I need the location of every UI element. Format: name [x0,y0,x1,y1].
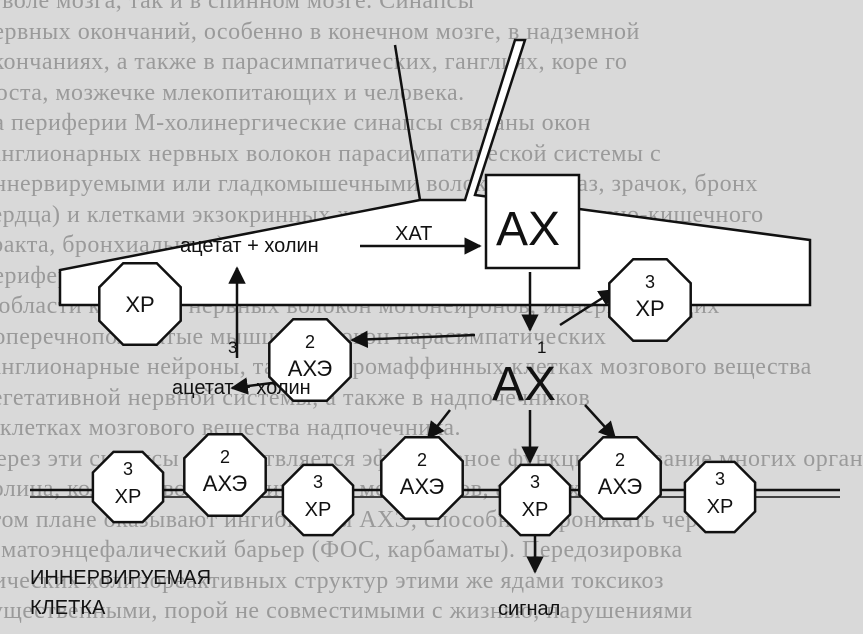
ax-down-arrow-1 [426,409,451,440]
axe-products-arrow [230,377,281,395]
node-number-axe-bottom-2: 2 [417,450,427,470]
ax-free-label: АХ [492,358,556,411]
background-text-line: гематоэнцефалический барьер (ФОС, карбам… [0,537,683,563]
background-text-line: нических холинореактивных структур этими… [0,567,664,594]
node-number-xr-right-upper: 3 [645,272,655,292]
ax-down-arrow-3 [584,404,617,440]
octagon-xr-left-upper [98,262,182,346]
ax-box-label: АХ [496,203,560,256]
octagon-axe-bottom-2 [380,436,464,520]
node-label-xr-bottom-1: ХР [115,486,142,508]
background-text-line: стволе мозга, так и в спинном мозге. Син… [0,0,475,14]
background-text-line: ганглионарные нейроны, также в хромаффин… [0,354,812,380]
chat-enzyme-label: ХАТ [395,223,432,245]
presynaptic-terminal-outline [58,38,812,307]
octagon-axe-bottom-3 [578,436,662,520]
ax-vesicle-box [484,173,581,270]
node-label-xr-bottom-4: ХР [707,496,734,518]
node-number-xr-bottom-4: 3 [715,469,725,489]
background-text-line: ганглионарных нервных волокон парасимпат… [0,140,662,167]
node-number-axe-center: 2 [305,332,315,352]
background-text-line: существенными, порой не совместимыми с ж… [0,598,693,624]
node-label-axe-center: АХЭ [288,356,333,381]
acetate-choline-mid-label: ацетат + холин [172,377,311,399]
node-number-xr-bottom-2: 3 [313,472,323,492]
background-text-line: иннервируемыми или гладкомышечными волок… [0,171,758,197]
step-1-label: 1 [537,338,546,357]
node-number-xr-bottom-3: 3 [530,472,540,492]
node-number-xr-bottom-1: 3 [123,459,133,479]
background-text-line: окончаниях, а также в парасимпатических,… [0,49,628,75]
node-label-xr-bottom-2: ХР [305,499,332,521]
node-label-axe-bottom-3: АХЭ [598,474,643,499]
background-text-line: моста, мозжечке млекопитающих и человека… [0,79,465,106]
node-number-axe-bottom-3: 2 [615,450,625,470]
innervated-cell-label-line2: КЛЕТКА [30,597,106,619]
node-label-xr-right-upper: ХР [635,296,664,321]
background-text-line: нервных окончаний, особенно в конечном м… [0,18,640,45]
ax-to-axe-arrow [350,330,476,349]
innervated-cell-label-line1: ИННЕРВИРУЕМАЯ [30,567,211,589]
octagon-axe-bottom-1 [183,433,267,517]
octagon-axe-center [268,318,352,402]
step-3-upper-label: 3 [228,338,237,357]
ax-to-xr-upper-arrow [559,288,617,327]
octagon-xr-bottom-2 [281,463,355,537]
node-label-xr-left-upper: ХР [125,292,154,317]
octagon-xr-right-upper [608,258,692,342]
node-label-axe-bottom-2: АХЭ [400,474,445,499]
octagon-xr-bottom-3 [498,463,572,537]
octagon-xr-bottom-4 [683,460,757,534]
signal-label: сигнал [498,598,560,620]
octagon-xr-bottom-1 [91,450,165,524]
node-label-xr-bottom-3: ХР [522,499,549,521]
acetate-choline-top-label: ацетат + холин [180,235,319,257]
node-number-axe-bottom-1: 2 [220,447,230,467]
node-label-axe-bottom-1: АХЭ [203,471,248,496]
